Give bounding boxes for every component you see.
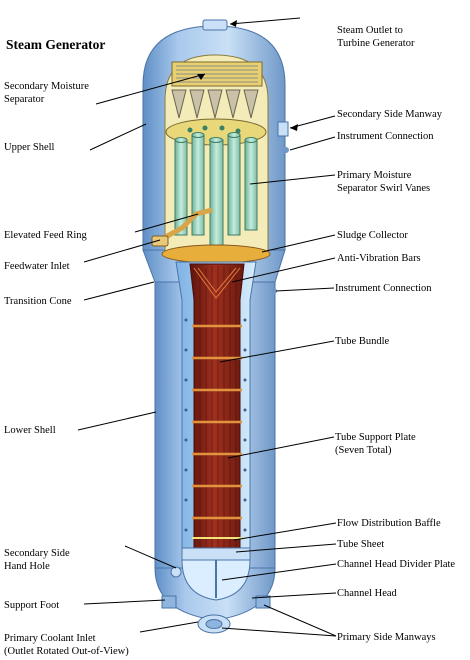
diagram-title: Steam Generator	[6, 37, 106, 52]
steam-outlet-nozzle	[202, 19, 228, 31]
label-tube-bundle: Tube Bundle	[335, 336, 390, 347]
instrument-connection-boss-upper	[283, 147, 289, 153]
label-tube-sheet: Tube Sheet	[337, 539, 385, 550]
label-elevated-feed-ring: Elevated Feed Ring	[4, 230, 87, 241]
label-instrument-connection-lower: Instrument Connection	[335, 283, 432, 294]
label-channel-head-divider-plate: Channel Head Divider Plate	[337, 559, 456, 570]
lower-cutaway	[175, 261, 257, 601]
label-flow-distribution-baffle: Flow Distribution Baffle	[337, 518, 441, 529]
upper-cutaway	[158, 54, 271, 264]
label-support-foot: Support Foot	[4, 600, 60, 611]
secondary-hand-hole	[170, 566, 182, 578]
feedwater-inlet-nozzle	[151, 235, 169, 247]
label-secondary-side-manway: Secondary Side Manway	[337, 109, 442, 120]
label-upper-shell: Upper Shell	[4, 142, 55, 153]
label-instrument-connection-upper: Instrument Connection	[337, 131, 434, 142]
leader-lines	[77, 17, 337, 637]
label-primary-coolant-inlet: Primary Coolant Inlet(Outlet Rotated Out…	[4, 633, 129, 657]
label-feedwater-inlet: Feedwater Inlet	[4, 261, 70, 272]
label-sludge-collector: Sludge Collector	[337, 230, 408, 241]
label-channel-head: Channel Head	[337, 588, 397, 599]
instrument-connection-boss-lower	[271, 288, 277, 294]
label-transition-cone: Transition Cone	[4, 296, 72, 307]
support-foot-right	[255, 595, 271, 609]
label-primary-side-manways: Primary Side Manways	[337, 632, 436, 643]
secondary-manway-boss	[277, 121, 289, 137]
tube-support-plates	[192, 324, 242, 520]
support-foot-left	[161, 595, 177, 609]
label-lower-shell: Lower Shell	[4, 425, 56, 436]
primary-nozzle-bottom	[197, 614, 231, 634]
label-tube-support-plate: Tube Support Plate(Seven Total)	[335, 432, 416, 456]
label-anti-vibration-bars: Anti-Vibration Bars	[337, 253, 421, 264]
